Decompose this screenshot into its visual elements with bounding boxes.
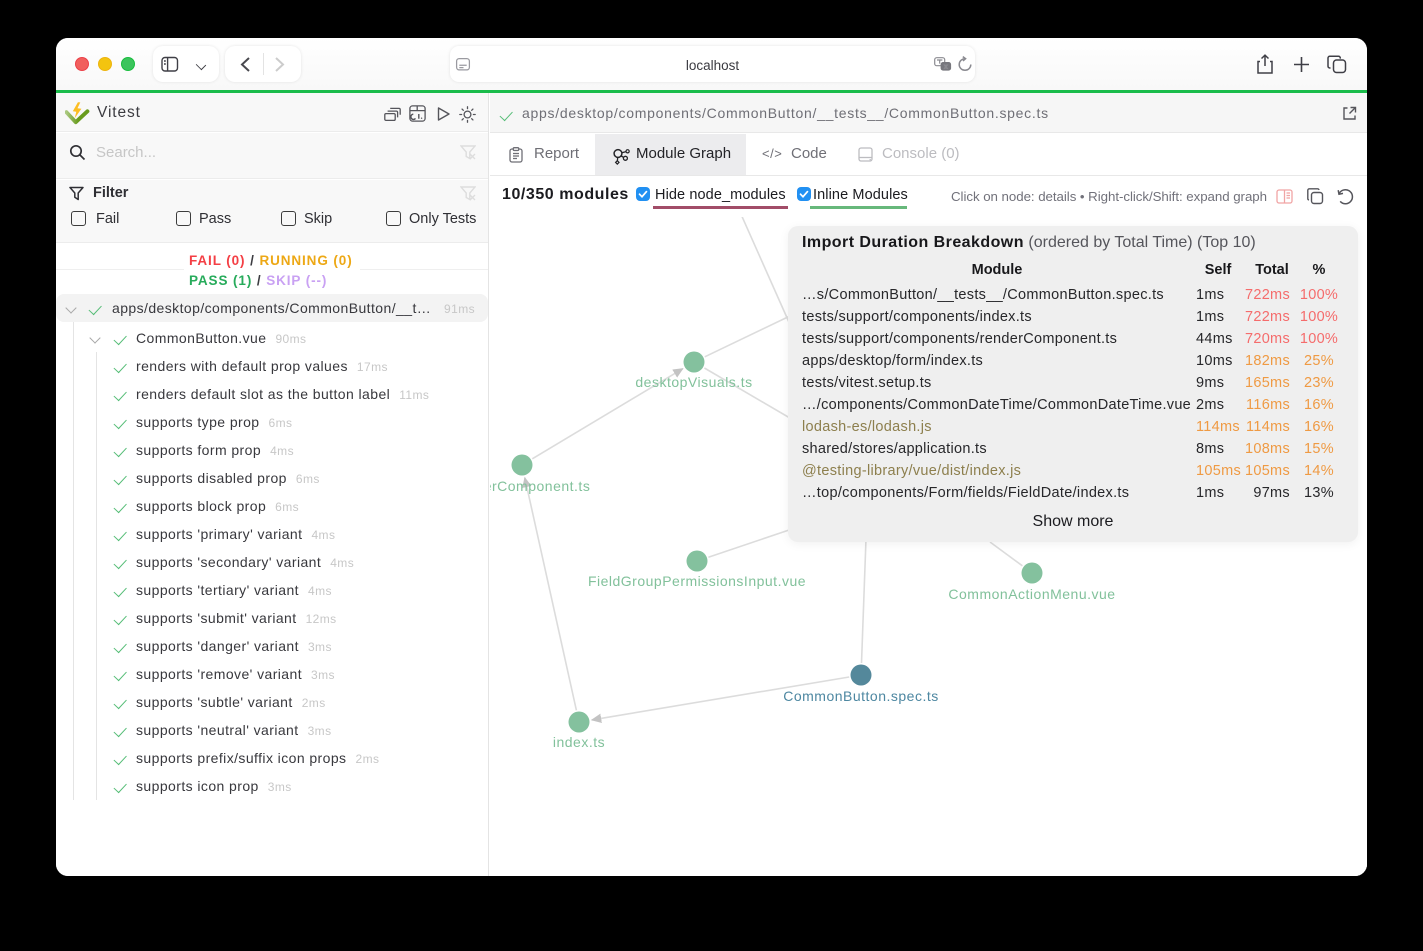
svg-text:desktopVisuals.ts: desktopVisuals.ts <box>635 374 752 390</box>
svg-text:FieldGroupPermissionsInput.vue: FieldGroupPermissionsInput.vue <box>588 573 806 589</box>
svg-text:renderComponent.ts: renderComponent.ts <box>490 478 590 494</box>
svg-text:x: x <box>944 64 948 71</box>
svg-text:CommonActionMenu.vue: CommonActionMenu.vue <box>948 586 1115 602</box>
svg-text:index.ts: index.ts <box>553 734 605 750</box>
svg-text:CommonButton.spec.ts: CommonButton.spec.ts <box>783 688 939 704</box>
